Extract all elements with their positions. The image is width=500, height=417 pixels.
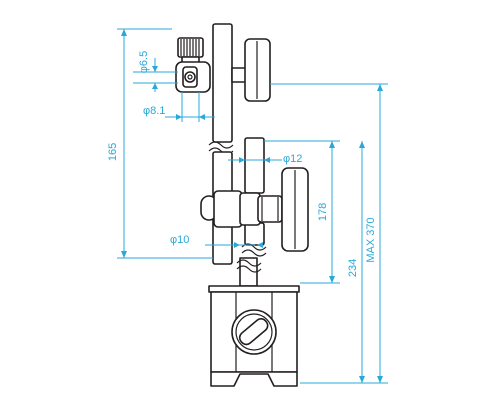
dim-clamp-hole bbox=[133, 58, 178, 92]
joint-clamp bbox=[200, 190, 283, 228]
stand-parts bbox=[175, 23, 309, 387]
knurled-screw bbox=[177, 37, 204, 64]
dimension-lines bbox=[117, 28, 388, 384]
label-upper-rod: φ12 bbox=[283, 153, 302, 165]
label-max-height: MAX 370 bbox=[365, 217, 377, 262]
dim-lower-rod bbox=[205, 242, 263, 248]
secondary-rod bbox=[241, 137, 267, 257]
magnet-switch-dial bbox=[231, 309, 277, 355]
base-neck bbox=[236, 257, 262, 287]
upper-adjust-knob bbox=[231, 38, 271, 102]
dimension-labels: φ6.5 φ8.1 165 φ12 φ10 178 234 MAX 370 bbox=[107, 51, 377, 277]
label-base-height: 234 bbox=[347, 259, 359, 277]
label-post-joint: φ8.1 bbox=[143, 105, 165, 117]
label-middle-height: 178 bbox=[317, 203, 329, 221]
label-upper-height: 165 bbox=[107, 143, 119, 161]
label-lower-rod: φ10 bbox=[170, 234, 189, 246]
upper-post bbox=[208, 23, 234, 265]
dim-upper-height bbox=[117, 28, 213, 259]
lower-lock-knob bbox=[281, 167, 309, 252]
dim-middle-height bbox=[264, 140, 340, 284]
indicator-clamp bbox=[175, 61, 211, 93]
dim-post-joint bbox=[165, 92, 215, 122]
dim-upper-rod bbox=[228, 157, 282, 163]
label-clamp-hole: φ6.5 bbox=[138, 51, 150, 73]
dim-base-height bbox=[300, 141, 370, 384]
dim-max-height bbox=[270, 83, 388, 384]
